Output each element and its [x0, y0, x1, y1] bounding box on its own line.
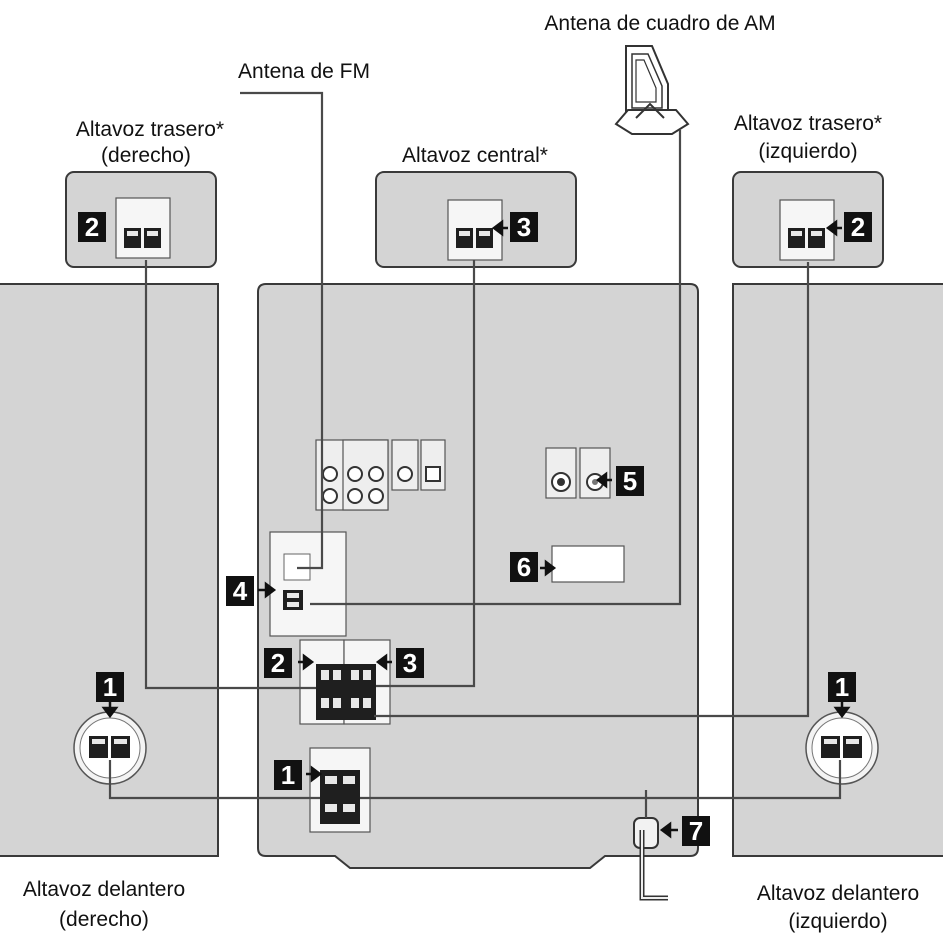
callout-6: 6 [510, 552, 538, 582]
callout-3-unit: 3 [396, 648, 424, 678]
rear-right-label-line1: Altavoz trasero* [76, 118, 224, 141]
svg-text:2: 2 [85, 212, 99, 242]
front-left-terminal [805, 711, 879, 785]
callout-arrows [101, 219, 851, 839]
callout-2-unit: 2 [264, 648, 292, 678]
front-right-terminal [73, 711, 147, 785]
center-terminal [447, 199, 503, 261]
rear-right-label-line2: (derecho) [101, 144, 191, 167]
connector-6-slot [551, 545, 625, 583]
svg-text:3: 3 [517, 212, 531, 242]
front-output-terminal [309, 747, 371, 833]
svg-text:1: 1 [281, 760, 295, 790]
callout-1-front-right: 1 [96, 672, 124, 702]
audio-jacks-panel [315, 439, 446, 511]
callout-2-rear-left: 2 [844, 212, 872, 242]
rear-right-terminal [115, 197, 171, 259]
rear-left-terminal [779, 199, 835, 261]
center-label: Altavoz central* [402, 144, 548, 167]
callout-5: 5 [616, 466, 644, 496]
callout-3-center: 3 [510, 212, 538, 242]
front-right-label-line1: Altavoz delantero [23, 878, 185, 901]
am-loop-antenna [614, 45, 690, 135]
front-right-label-line2: (derecho) [59, 908, 149, 931]
svg-text:4: 4 [233, 576, 248, 606]
callout-1-front-left: 1 [828, 672, 856, 702]
svg-text:2: 2 [851, 212, 865, 242]
svg-text:1: 1 [835, 672, 849, 702]
callout-1-unit: 1 [274, 760, 302, 790]
callout-4: 4 [226, 576, 254, 606]
connector-5-panel [545, 447, 611, 499]
callout-7: 7 [682, 816, 710, 846]
svg-text:7: 7 [689, 816, 703, 846]
svg-text:2: 2 [271, 648, 285, 678]
fm-antenna-label: Antena de FM [238, 60, 370, 83]
svg-text:5: 5 [623, 466, 637, 496]
callout-2-rear-right: 2 [78, 212, 106, 242]
cables [108, 91, 842, 818]
antenna-terminal [269, 531, 347, 637]
svg-text:1: 1 [103, 672, 117, 702]
rear-left-label-line2: (izquierdo) [758, 140, 857, 163]
svg-text:6: 6 [517, 552, 531, 582]
rear-center-output-terminal [299, 639, 391, 725]
rear-left-label-line1: Altavoz trasero* [734, 112, 882, 135]
am-antenna-label: Antena de cuadro de AM [544, 12, 775, 35]
front-left-label-line2: (izquierdo) [788, 910, 887, 933]
svg-text:3: 3 [403, 648, 417, 678]
front-left-label-line1: Altavoz delantero [757, 882, 919, 905]
